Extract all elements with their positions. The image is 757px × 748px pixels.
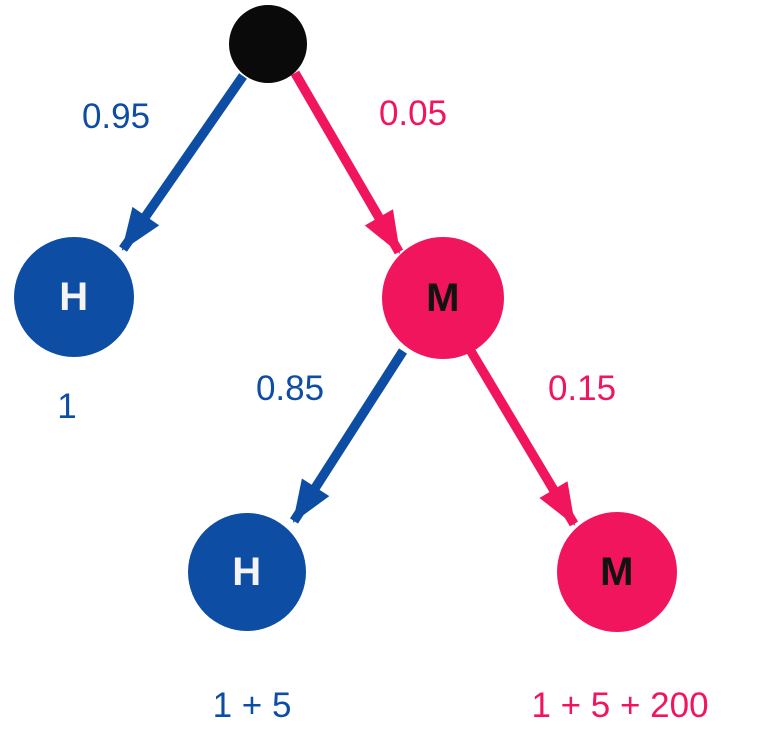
probability-label-m1-m2: 0.15 bbox=[547, 369, 617, 408]
node-miss-level1-label: M bbox=[426, 275, 460, 320]
edge-m1-to-m2 bbox=[464, 345, 579, 527]
edge-root-to-h1 bbox=[119, 73, 247, 252]
node-miss-level2: M bbox=[557, 512, 677, 632]
root-node bbox=[229, 5, 307, 83]
node-hit-level2: H bbox=[188, 513, 306, 631]
node-hit-level1: H bbox=[14, 237, 134, 357]
node-hit-level1-label: H bbox=[59, 274, 89, 319]
node-miss-level1: M bbox=[382, 237, 504, 359]
edge-m1-to-h2 bbox=[290, 348, 407, 524]
node-miss-level2-label: M bbox=[600, 549, 634, 594]
cost-label-m2: 1 + 5 + 200 bbox=[531, 686, 709, 725]
edge-root-to-m1 bbox=[290, 70, 404, 255]
probability-label-root-h1: 0.95 bbox=[81, 97, 151, 136]
probability-label-m1-h2: 0.85 bbox=[255, 369, 325, 408]
cost-label-h1: 1 bbox=[57, 387, 77, 426]
cost-label-h2: 1 + 5 bbox=[212, 686, 292, 725]
node-hit-level2-label: H bbox=[232, 549, 262, 594]
probability-label-root-m1: 0.05 bbox=[378, 94, 448, 133]
